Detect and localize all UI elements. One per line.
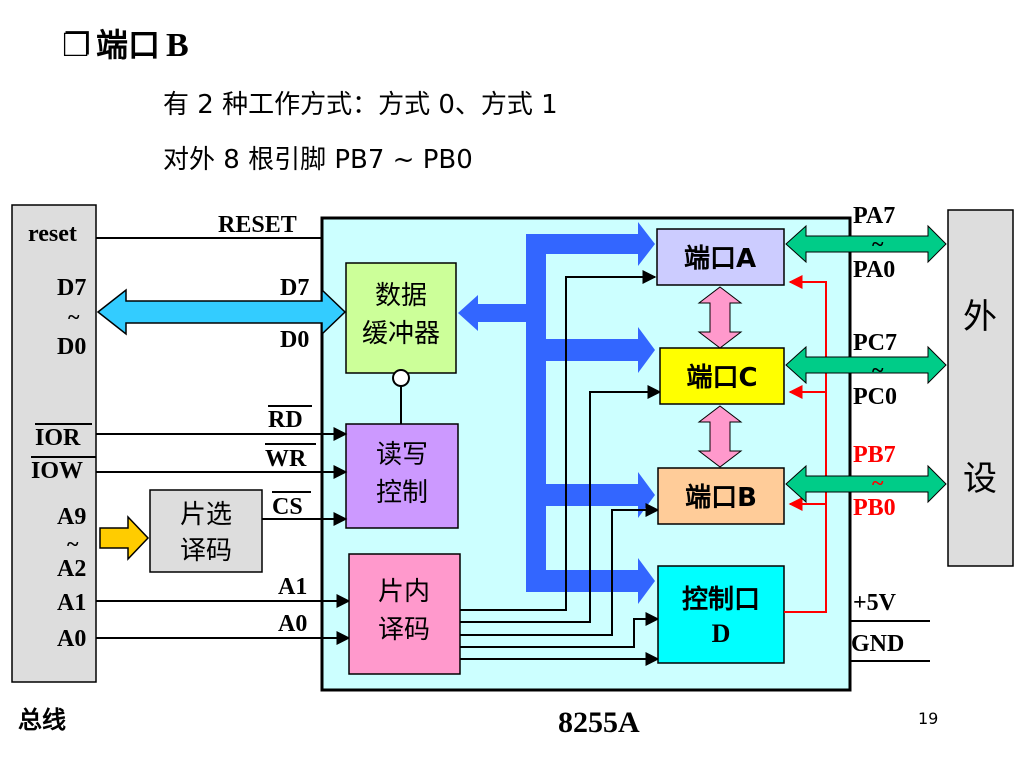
rw-control-block [345, 423, 459, 529]
port-b-label: 端口B [685, 483, 757, 513]
bus-ior-label: IOR [35, 425, 81, 451]
bus-a2-label: A2 [57, 556, 86, 582]
bus-d0-label: D0 [57, 334, 86, 360]
port-c-block [659, 347, 785, 405]
bus-caption: 总线 [18, 706, 66, 734]
description-line-1: 有 2 种工作方式：方式 0、方式 1 [163, 90, 558, 120]
bus-d7-label: D7 [57, 275, 86, 301]
chip-a1-pin: A1 [278, 574, 307, 600]
pb7-label: PB7 [853, 442, 896, 468]
internal-decode-label-1: 片内 [378, 577, 430, 607]
bus-d-tilde: ~ [68, 304, 80, 329]
port-c-b-arrow [697, 405, 743, 468]
peripheral-label-1: 外 [963, 297, 997, 337]
internal-data-bus [458, 222, 655, 604]
control-port-block [657, 565, 785, 664]
enable-bubble [392, 369, 410, 387]
port-a-external-arrow [785, 224, 947, 264]
port-c-label: 端口C [686, 363, 757, 393]
bus-iow-label: IOW [31, 458, 83, 484]
chip-select-label-1: 片选 [180, 500, 232, 530]
bus-reset-label: reset [28, 221, 77, 247]
port-b-external-arrow [785, 464, 947, 504]
data-buffer-label-1: 数据 [375, 281, 427, 311]
control-signal-lines [460, 270, 662, 666]
peripheral-label-2: 设 [963, 459, 997, 499]
description-line-2: 对外 8 根引脚 PB7 ~ PB0 [163, 145, 473, 175]
rw-control-label-1: 读写 [376, 440, 428, 470]
control-feedback-lines [784, 275, 827, 613]
page-number: 19 [918, 709, 938, 728]
pa7-label: PA7 [853, 203, 895, 229]
bus-a-tilde: ~ [67, 531, 79, 556]
chip-select-decoder [149, 489, 263, 573]
address-high-arrow [99, 515, 150, 561]
pc0-label: PC0 [853, 384, 897, 410]
chip-d7-pin: D7 [280, 275, 309, 301]
pa-tilde: ~ [872, 231, 884, 256]
pc-tilde: ~ [872, 357, 884, 382]
port-b-block [657, 467, 785, 525]
chip-reset-pin: RESET [218, 212, 297, 238]
control-port-label-1: 控制口 [682, 585, 760, 615]
bus-box [11, 204, 97, 683]
vcc-label: +5V [853, 590, 897, 616]
bus-a0-label: A0 [57, 626, 86, 652]
data-buffer-label-2: 缓冲器 [362, 319, 440, 349]
chip-a0-pin: A0 [278, 611, 307, 637]
rw-control-label-2: 控制 [376, 478, 428, 508]
pb0-label: PB0 [853, 495, 896, 521]
chip-caption: 8255A [558, 706, 640, 739]
chip-cs-pin: CS [272, 494, 303, 520]
data-bus-arrow [96, 288, 347, 336]
pb-tilde: ~ [872, 470, 884, 495]
data-buffer-block [345, 262, 457, 374]
bullet-icon: ❐ [62, 26, 91, 64]
port-a-c-arrow [697, 286, 743, 349]
pa0-label: PA0 [853, 257, 895, 283]
slide-title-cn: 端口 [96, 26, 160, 64]
chip-d0-pin: D0 [280, 327, 309, 353]
port-c-external-arrow [785, 345, 947, 385]
chip-select-label-2: 译码 [180, 536, 232, 566]
gnd-label: GND [851, 631, 904, 657]
pc7-label: PC7 [853, 330, 897, 356]
internal-decode-block [348, 553, 461, 675]
bus-a9-label: A9 [57, 504, 86, 530]
port-a-label: 端口A [684, 244, 756, 274]
port-a-block [656, 228, 785, 286]
slide-title-en: B [166, 27, 189, 64]
chip-rd-pin: RD [268, 407, 303, 433]
control-port-label-2: D [712, 619, 731, 648]
bus-a1-label: A1 [57, 590, 86, 616]
peripheral-box [947, 209, 1014, 567]
internal-decode-label-2: 译码 [378, 615, 430, 645]
chip-wr-pin: WR [265, 446, 307, 472]
